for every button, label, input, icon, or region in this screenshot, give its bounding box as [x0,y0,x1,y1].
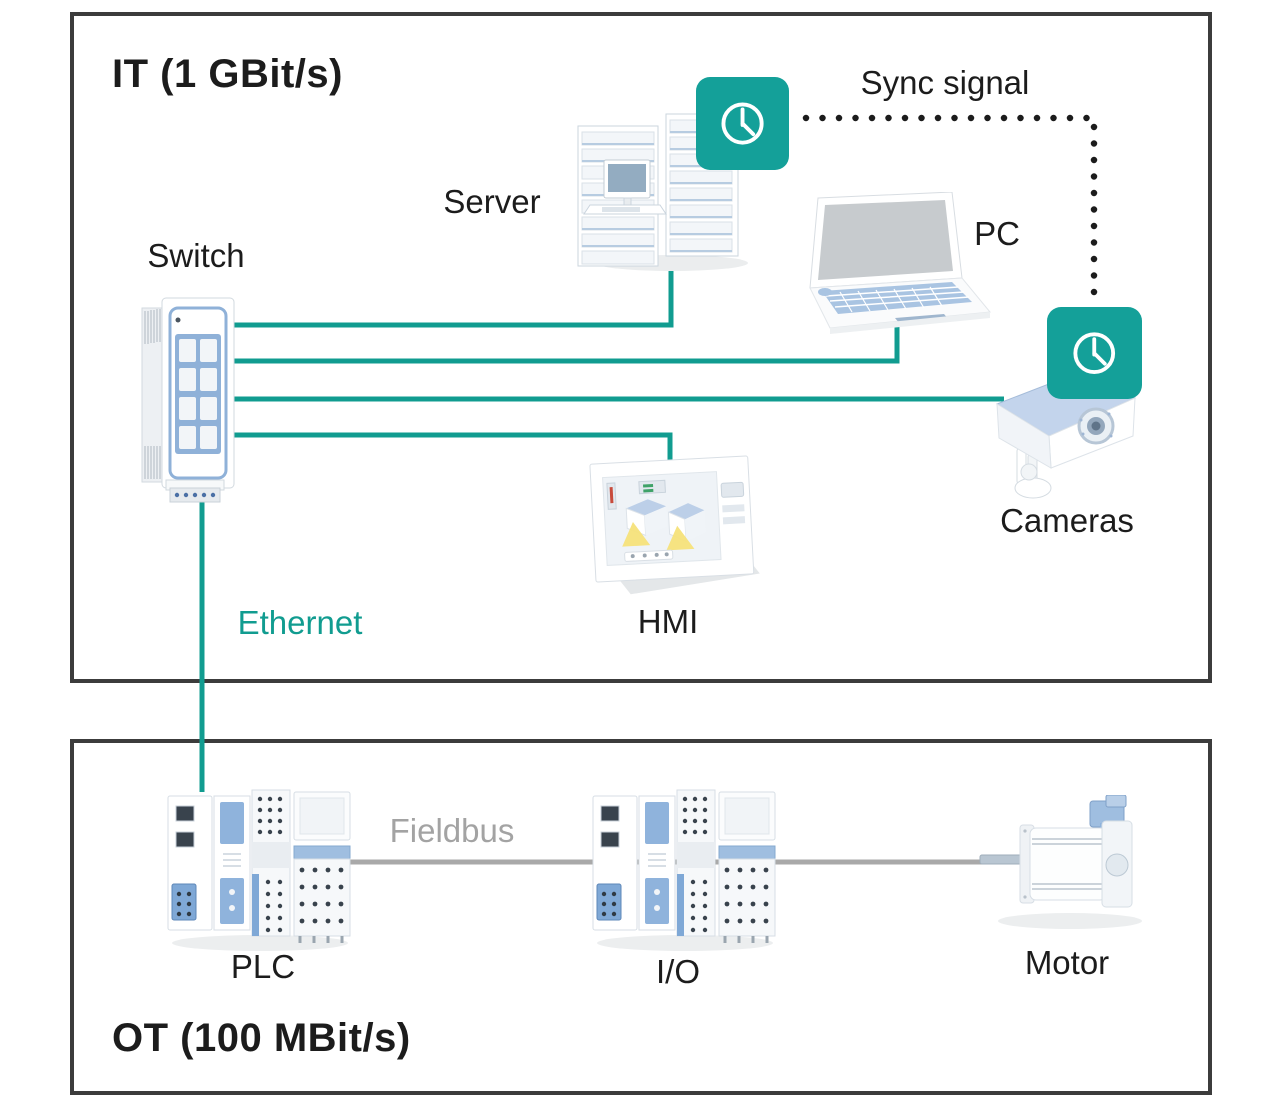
it-zone-title: IT (1 GBit/s) [112,52,343,96]
plc-label: PLC [230,948,296,985]
server-label: Server [443,183,541,220]
io-label: I/O [655,953,700,990]
ethernet-label: Ethernet [237,604,363,641]
plc-device [160,780,360,953]
hmi-label: HMI [637,603,699,640]
fieldbus-label: Fieldbus [389,812,515,849]
switch-label: Switch [147,237,245,274]
io-device [585,780,785,953]
clock-icon [1073,332,1116,374]
hmi-device [583,450,761,595]
clock-sync-icon-camera [1047,307,1142,399]
pc-label: PC [974,215,1020,252]
clock-icon [721,102,764,145]
motor-label: Motor [1024,944,1110,981]
ot-zone-box [70,739,1212,1095]
it-zone-box [70,12,1212,683]
sync-signal-label: Sync signal [860,64,1030,101]
pc-device [800,192,992,334]
switch-device [138,286,238,504]
switch-led [175,317,181,323]
ot-zone-title: OT (100 MBit/s) [112,1016,411,1060]
cameras-label: Cameras [1000,502,1134,539]
clock-sync-icon-server [696,77,789,170]
motor-shaft [979,854,1027,865]
server-device [572,108,750,273]
switch-port-panel [175,334,221,454]
motor-device [978,795,1150,933]
